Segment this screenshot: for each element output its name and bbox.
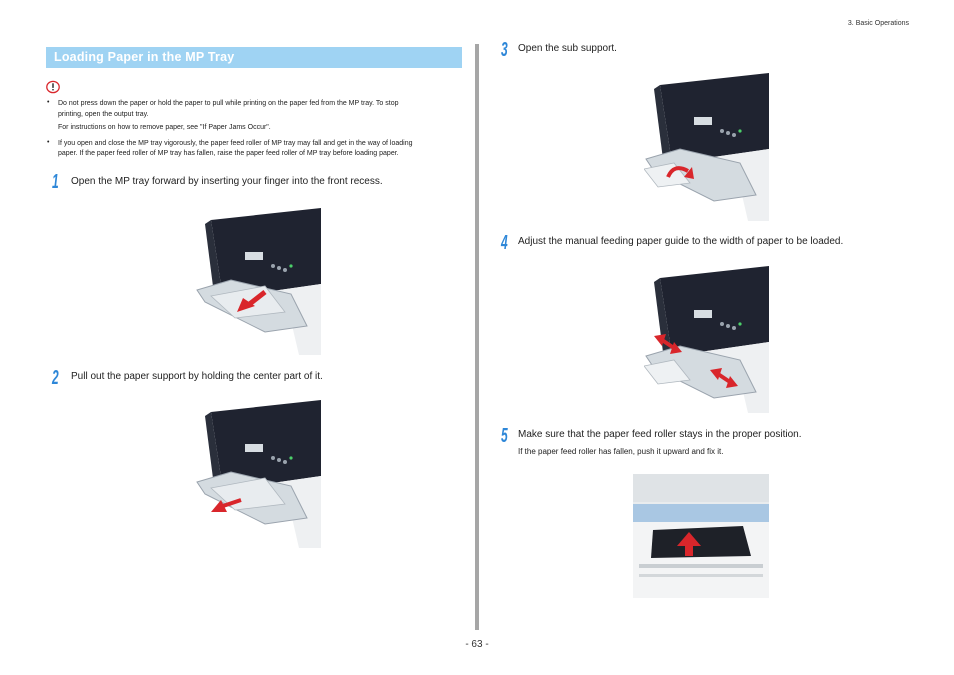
step-1-number: 1: [52, 171, 59, 193]
step-1-illustration: [195, 208, 321, 355]
step-4-text: Adjust the manual feeding paper guide to…: [518, 236, 844, 247]
page-number: - 63 -: [465, 639, 489, 650]
step-5-subtext: If the paper feed roller has fallen, pus…: [518, 447, 724, 456]
step-2-illustration: [195, 400, 321, 548]
step-3-illustration: [644, 73, 769, 221]
step-4-number: 4: [501, 232, 508, 254]
step-2-text: Pull out the paper support by holding th…: [71, 371, 323, 382]
section-title: Loading Paper in the MP Tray: [54, 50, 235, 64]
note-bullet: •: [47, 99, 50, 106]
column-divider: [475, 44, 479, 630]
warning-icon: [46, 80, 60, 94]
note-bullet: •: [47, 139, 50, 146]
note-3-line-2: paper. If the paper feed roller of MP tr…: [58, 150, 399, 157]
note-1-line-2: printing, open the output tray.: [58, 111, 149, 118]
note-2-line-1: For instructions on how to remove paper,…: [58, 124, 271, 131]
step-2-number: 2: [52, 367, 59, 389]
step-3-number: 3: [501, 39, 508, 61]
note-3-line-1: If you open and close the MP tray vigoro…: [58, 140, 413, 147]
section-title-bar: [46, 47, 462, 68]
step-5-text: Make sure that the paper feed roller sta…: [518, 429, 802, 440]
step-5-number: 5: [501, 425, 508, 447]
step-1-text: Open the MP tray forward by inserting yo…: [71, 176, 383, 187]
step-4-illustration: [644, 266, 769, 413]
step-5-illustration: [633, 474, 769, 598]
step-3-text: Open the sub support.: [518, 43, 617, 54]
chapter-label: 3. Basic Operations: [847, 20, 909, 27]
note-1-line-1: Do not press down the paper or hold the …: [58, 100, 399, 107]
